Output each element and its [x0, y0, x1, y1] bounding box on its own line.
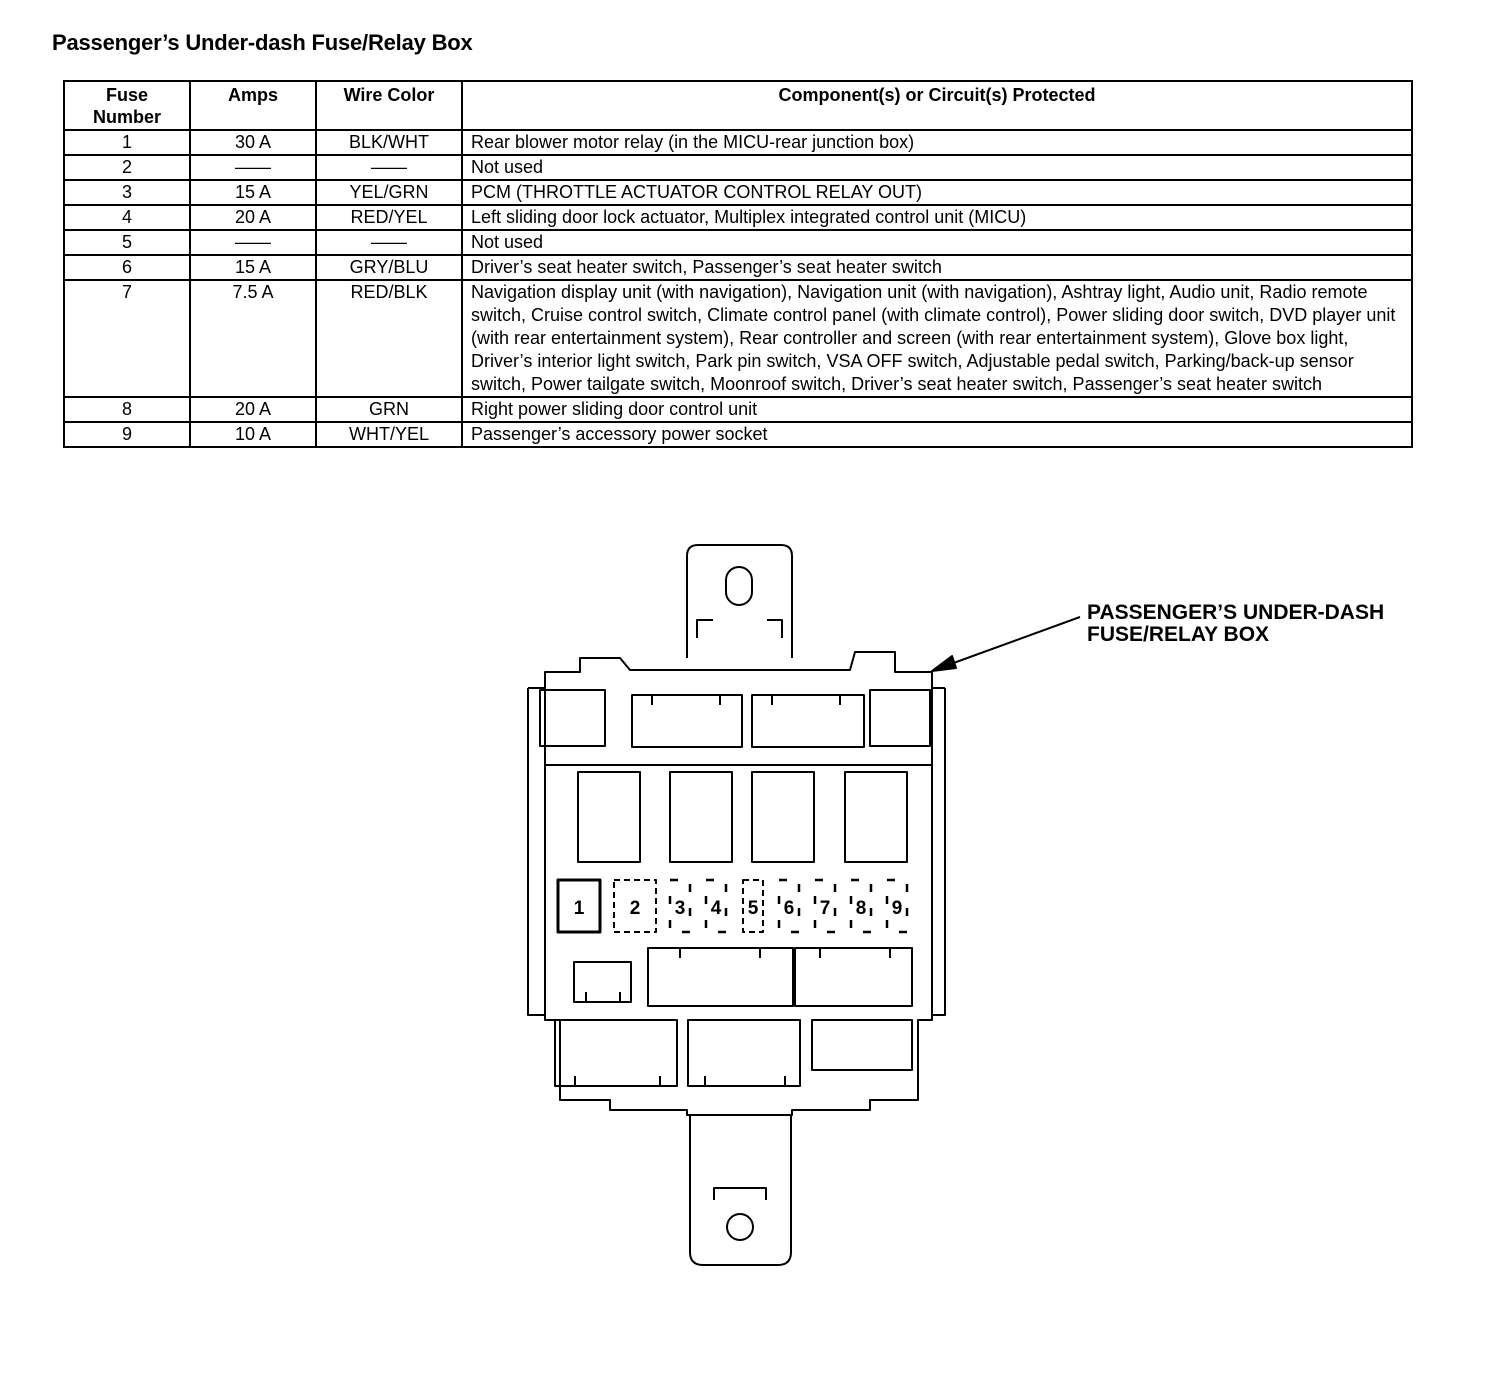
cell-wire-color: BLK/WHT [315, 130, 463, 156]
cell-amps: 15 A [189, 255, 317, 281]
cell-component: Navigation display unit (with navigation… [461, 280, 1413, 398]
cell-amps: —— [189, 230, 317, 256]
fuse-slot-9: 9 [885, 878, 909, 934]
cell-amps: 7.5 A [189, 280, 317, 398]
cell-fuse-number: 4 [63, 205, 191, 231]
fuse-slots: 1 2 3 4 5 6 7 8 9 [556, 878, 909, 934]
header-fuse-number: Fuse Number [63, 81, 191, 131]
callout-line2: FUSE/RELAY BOX [1087, 623, 1270, 646]
fuse-slot-label: 5 [748, 898, 759, 919]
fuse-slot-label: 2 [630, 898, 641, 919]
diagram-callout-label: PASSENGER’S UNDER-DASH FUSE/RELAY BOX [1087, 602, 1384, 646]
cell-fuse-number: 6 [63, 255, 191, 281]
callout-arrow [931, 616, 1081, 672]
cell-amps: 10 A [189, 422, 317, 448]
cell-component: PCM (THROTTLE ACTUATOR CONTROL RELAY OUT… [461, 180, 1413, 206]
header-fuse-line2: Number [92, 107, 161, 127]
cell-wire-color: YEL/GRN [315, 180, 463, 206]
cell-component: Not used [461, 230, 1413, 256]
cell-component: Rear blower motor relay (in the MICU-rea… [461, 130, 1413, 156]
cell-fuse-number: 5 [63, 230, 191, 256]
table-row: 5————Not used [63, 230, 1413, 256]
fuse-slot-5: 5 [742, 879, 764, 933]
cell-amps: 20 A [189, 397, 317, 423]
lower-connectors [554, 947, 913, 1087]
cell-fuse-number: 9 [63, 422, 191, 448]
table-row: 2————Not used [63, 155, 1413, 181]
cell-wire-color: GRY/BLU [315, 255, 463, 281]
fuse-slot-6: 6 [777, 878, 801, 934]
header-fuse-line1: Fuse [105, 85, 148, 105]
cell-wire-color: RED/YEL [315, 205, 463, 231]
header-wire-color: Wire Color [315, 81, 463, 131]
fuse-slot-1: 1 [556, 878, 602, 934]
cell-amps: 15 A [189, 180, 317, 206]
cell-amps: 30 A [189, 130, 317, 156]
cell-fuse-number: 1 [63, 130, 191, 156]
top-connectors [539, 689, 931, 748]
cell-fuse-number: 3 [63, 180, 191, 206]
callout-line1: PASSENGER’S UNDER-DASH [1087, 601, 1385, 624]
table-header-row: Fuse Number Amps Wire Color Component(s)… [63, 81, 1413, 131]
fuse-slot-label: 3 [675, 898, 686, 919]
cell-amps: —— [189, 155, 317, 181]
cell-component: Left sliding door lock actuator, Multipl… [461, 205, 1413, 231]
cell-wire-color: WHT/YEL [315, 422, 463, 448]
cell-amps: 20 A [189, 205, 317, 231]
fuse-slot-2: 2 [613, 879, 657, 933]
header-amps: Amps [189, 81, 317, 131]
fuse-table: Fuse Number Amps Wire Color Component(s)… [63, 80, 1413, 448]
fuse-slot-label: 6 [784, 898, 795, 919]
relay-sockets [577, 771, 908, 863]
cell-fuse-number: 7 [63, 280, 191, 398]
fuse-box-body [527, 651, 946, 1116]
cell-component: Right power sliding door control unit [461, 397, 1413, 423]
fuse-slot-label: 9 [892, 898, 903, 919]
bottom-mounting-tab [689, 1115, 792, 1266]
page-title: Passenger’s Under-dash Fuse/Relay Box [52, 30, 473, 55]
cell-wire-color: —— [315, 230, 463, 256]
fuse-slot-4: 4 [704, 878, 728, 934]
cell-component: Not used [461, 155, 1413, 181]
cell-wire-color: GRN [315, 397, 463, 423]
fuse-slot-8: 8 [849, 878, 873, 934]
cell-wire-color: RED/BLK [315, 280, 463, 398]
top-mounting-tab [686, 544, 793, 658]
fuse-slot-label: 1 [574, 898, 585, 919]
cell-component: Passenger’s accessory power socket [461, 422, 1413, 448]
fuse-slot-7: 7 [813, 878, 837, 934]
header-component: Component(s) or Circuit(s) Protected [461, 81, 1413, 131]
cell-fuse-number: 2 [63, 155, 191, 181]
fuse-slot-label: 4 [711, 898, 722, 919]
cell-component: Driver’s seat heater switch, Passenger’s… [461, 255, 1413, 281]
cell-wire-color: —— [315, 155, 463, 181]
fuse-slot-3: 3 [668, 878, 692, 934]
cell-fuse-number: 8 [63, 397, 191, 423]
fuse-slot-label: 7 [820, 898, 831, 919]
fuse-slot-label: 8 [856, 898, 867, 919]
